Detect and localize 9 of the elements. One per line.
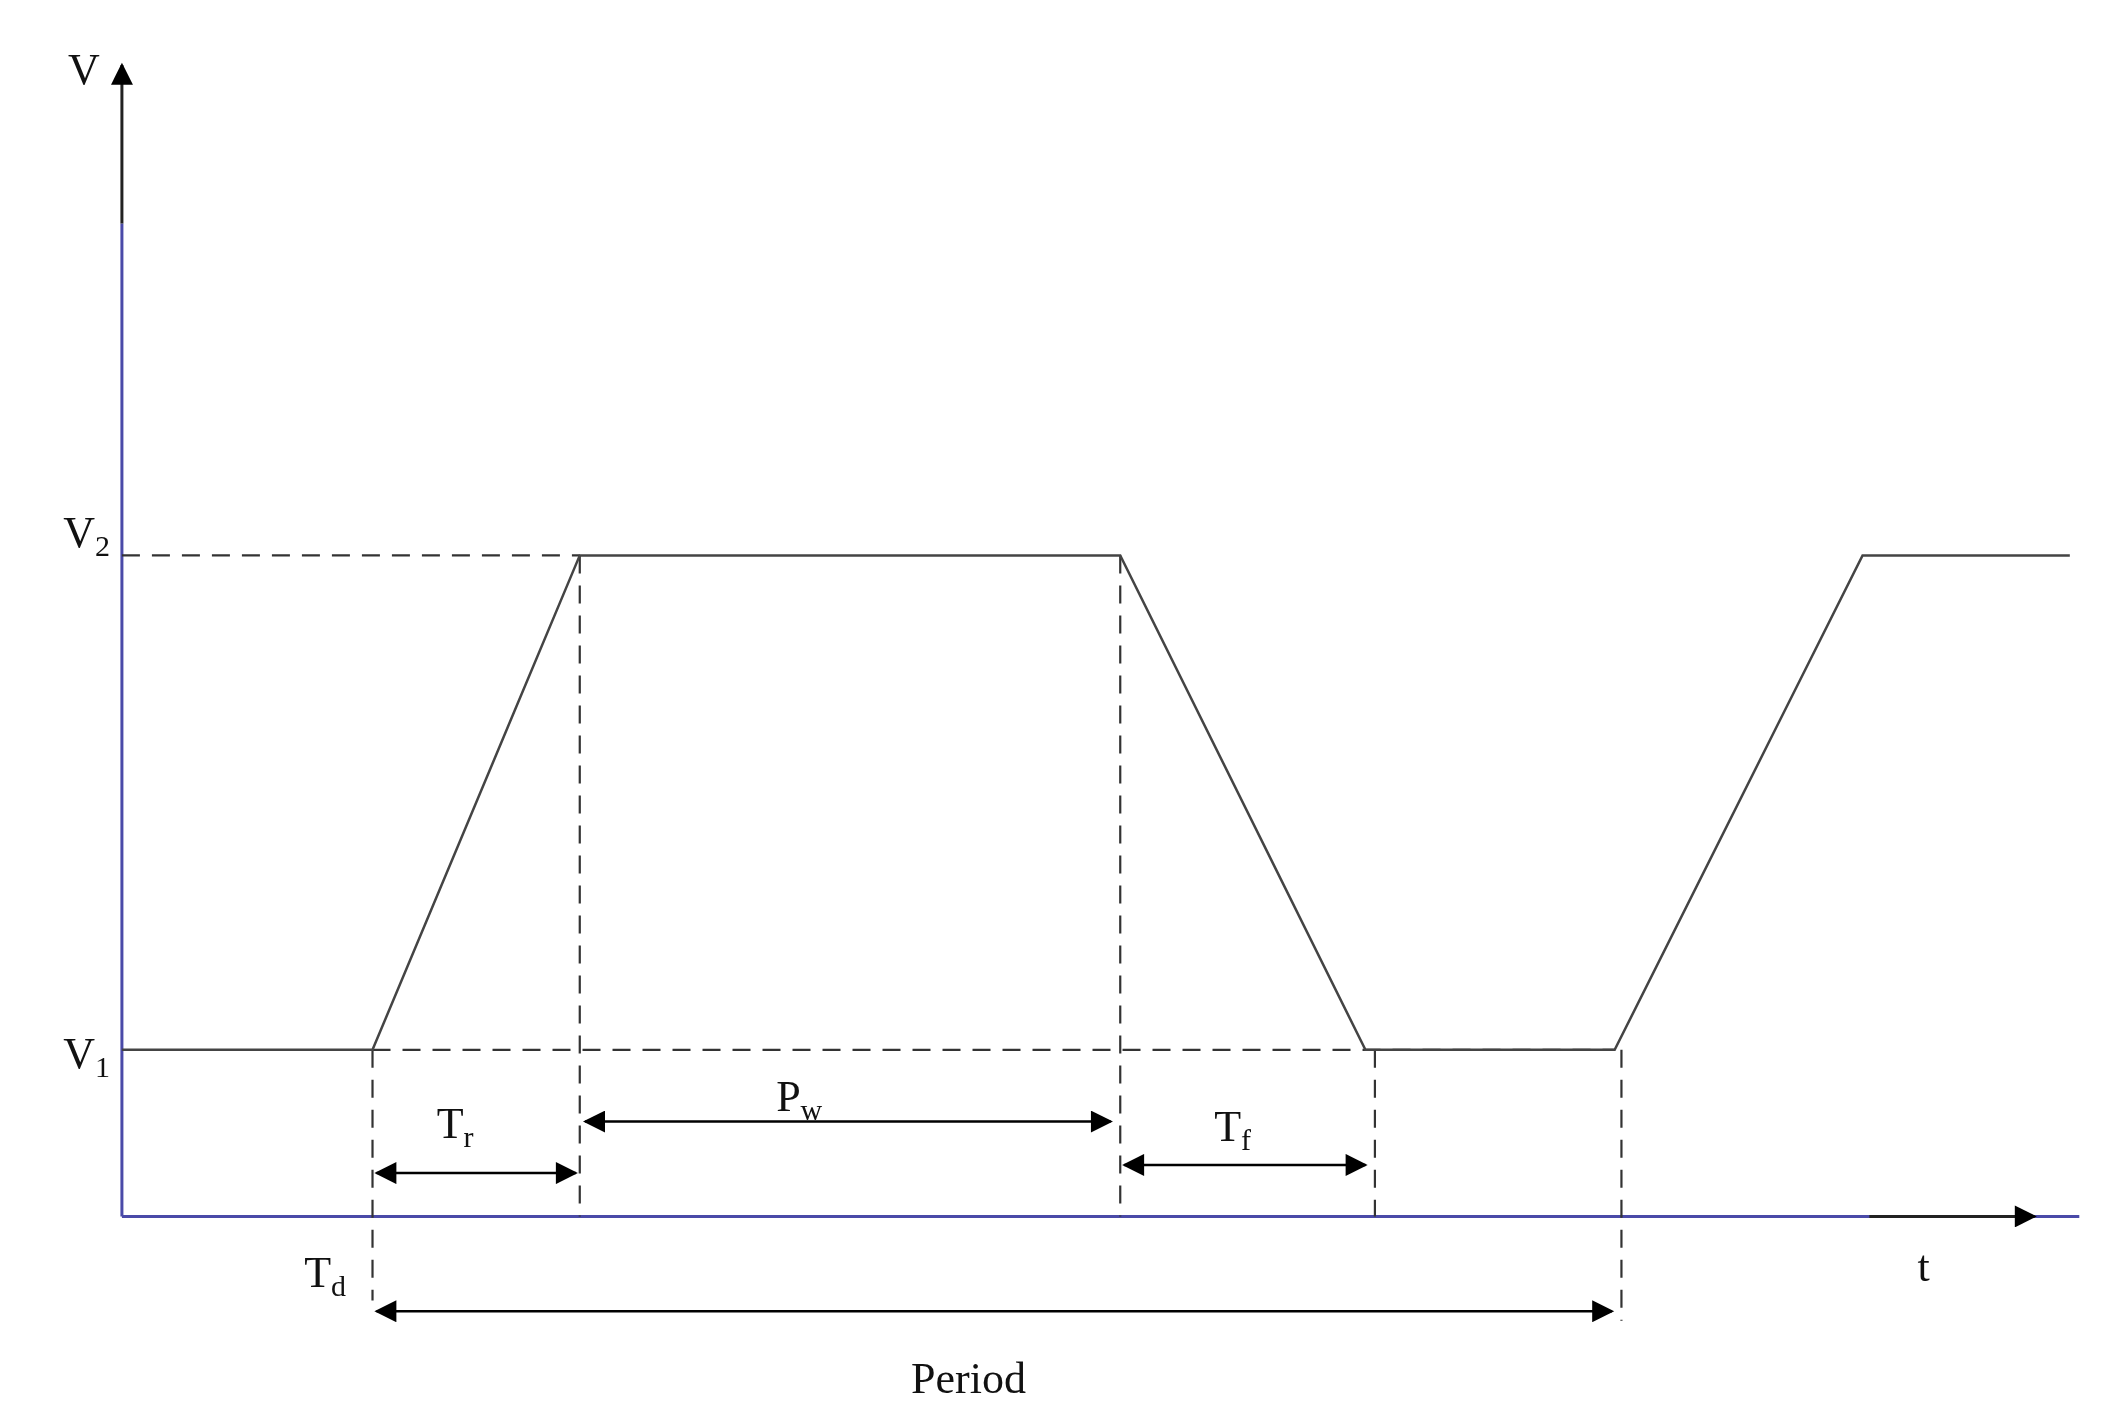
time-label: T$_{f}$ <box>1214 1104 1252 1156</box>
time-label: P$_{w}$ <box>776 1074 823 1126</box>
time-label: T$_{r}$ <box>436 1101 474 1153</box>
time-label: T$_{d}$ <box>304 1250 347 1302</box>
level-label: V$_{1}$ <box>63 1031 111 1082</box>
level-label: V$_{2}$ <box>63 511 111 562</box>
time-label: Period <box>911 1356 1026 1401</box>
axis-label: V <box>68 48 100 93</box>
axis-label: t <box>1917 1244 1930 1289</box>
